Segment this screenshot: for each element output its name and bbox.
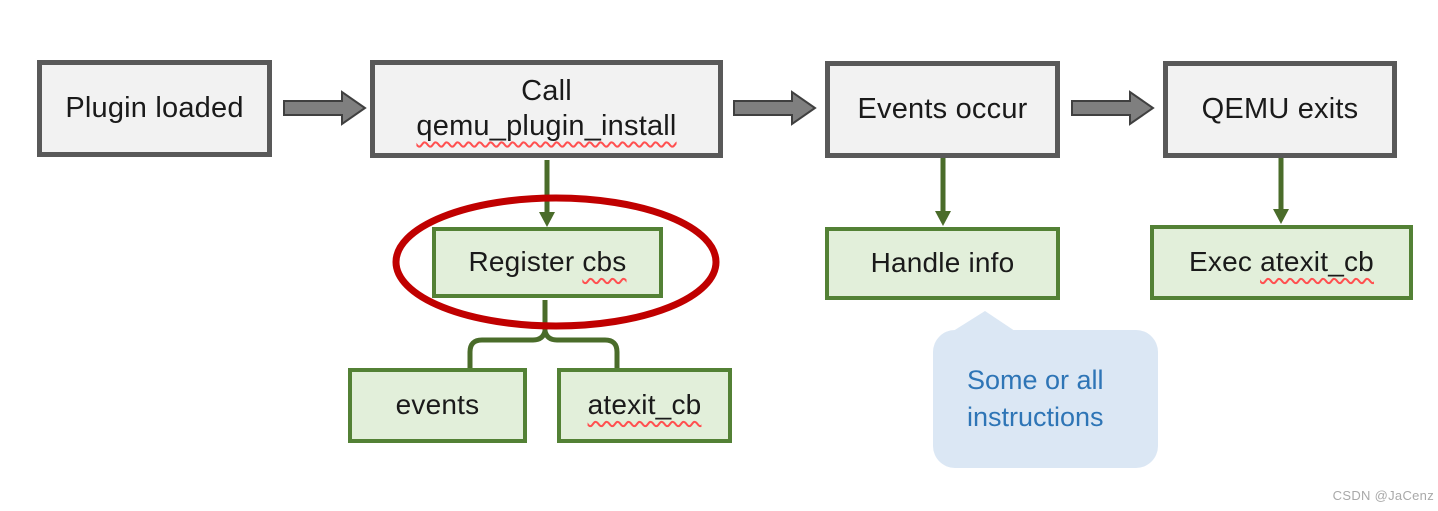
callout-some-or-all-instructions: Some or all instructions — [933, 330, 1158, 468]
box-register-cbs: Register cbs — [432, 227, 663, 298]
box-qemu-exits-label: QEMU exits — [1201, 92, 1359, 125]
box-register-cbs-label: Register cbs — [468, 246, 627, 278]
misspelled-exec-atexit-cb: atexit_cb — [1260, 246, 1374, 278]
callout-line2: instructions — [967, 402, 1104, 432]
box-call-line2: qemu_plugin_install — [416, 109, 676, 144]
box-handle-info: Handle info — [825, 227, 1060, 300]
box-plugin-loaded: Plugin loaded — [37, 60, 272, 157]
box-events: events — [348, 368, 527, 443]
misspelled-atexit-cb: atexit_cb — [587, 389, 702, 421]
box-events-occur-label: Events occur — [857, 92, 1028, 125]
box-plugin-loaded-label: Plugin loaded — [65, 91, 244, 124]
flow-arrow-3-icon — [1071, 90, 1155, 126]
box-atexit-cb: atexit_cb — [557, 368, 732, 443]
misspelled-cbs: cbs — [582, 246, 627, 278]
arrow-events-to-handle-icon — [935, 158, 951, 226]
arrow-exit-to-exec-icon — [1273, 158, 1289, 224]
watermark-text: CSDN @JaCenz — [1332, 488, 1434, 503]
flow-arrow-1-icon — [283, 90, 367, 126]
box-exec-atexit-cb-label: Exec atexit_cb — [1189, 246, 1374, 278]
misspelled-qemu-plugin-install: qemu_plugin_install — [416, 110, 677, 142]
box-call-qemu-plugin-install: Call qemu_plugin_install — [370, 60, 723, 158]
brace-connector-icon — [467, 300, 620, 368]
box-events-label: events — [395, 389, 480, 421]
callout-line1: Some or all — [967, 364, 1104, 395]
flow-arrow-2-icon — [733, 90, 817, 126]
box-exec-atexit-cb: Exec atexit_cb — [1150, 225, 1413, 300]
box-events-occur: Events occur — [825, 61, 1060, 158]
box-call-line1: Call — [521, 74, 572, 107]
box-handle-info-label: Handle info — [870, 247, 1015, 279]
arrow-call-to-register-icon — [539, 160, 555, 227]
box-qemu-exits: QEMU exits — [1163, 61, 1397, 158]
box-atexit-cb-label: atexit_cb — [588, 388, 702, 422]
